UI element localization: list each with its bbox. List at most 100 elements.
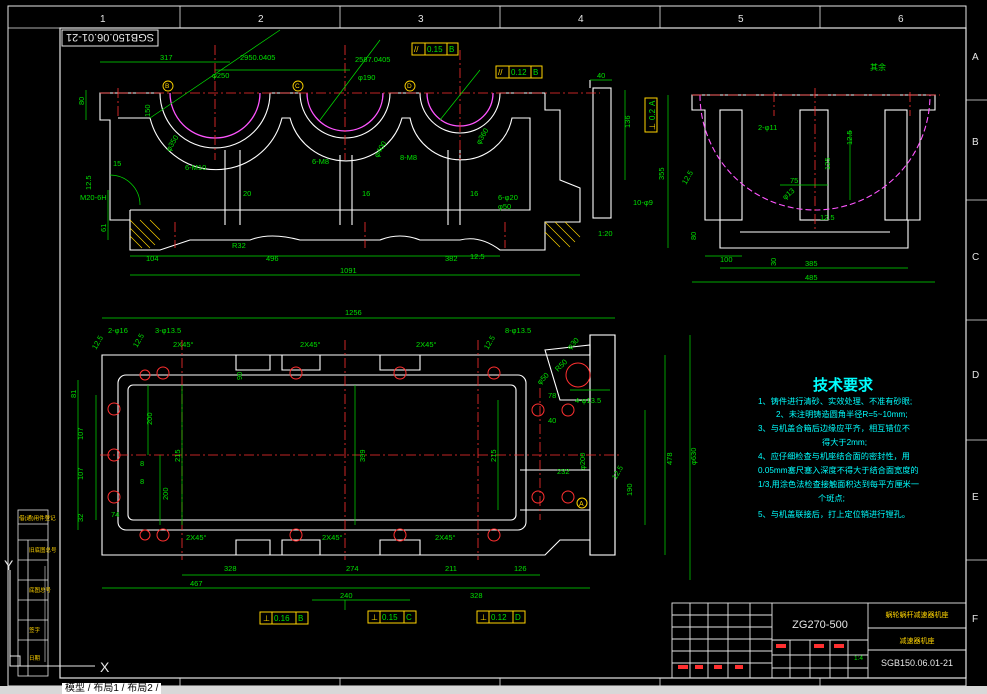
tech-req-item-7: 1/3,用涂色法检查接触面积达到每平方厘米一 [758,479,919,489]
plan-dim-phi30: φ30 [565,336,581,352]
plan-dim-78: 78 [548,391,556,400]
plan-outline [101,334,616,556]
side-dim-10-phi9: 10-φ9 [633,198,653,207]
plan-dim-2x45-f: 2X45° [435,533,456,542]
col-label-2: 2 [258,14,264,25]
title-block[interactable]: ZG270-500 蜗轮蜗杆减速器机座 减速器机座 1:4 SGB150.06.… [671,602,967,679]
side-dim-12-5c: 12.5 [820,213,835,222]
plan-dim-200b: 200 [161,487,170,500]
dim-phi50: φ50 [498,202,511,211]
svg-text:B: B [298,614,303,623]
side-dim-30: 30 [769,258,778,266]
side-view[interactable]: 2-φ11 10-φ9 12.5 355 125 75 12.5 80 100 … [633,62,940,283]
plan-dim-2-phi16: 2-φ16 [108,326,128,335]
tech-req-item-5: 4、应仔细检查与机座结合面的密封性，用 [758,451,910,461]
dim-496: 496 [266,254,279,263]
tech-req-item-2: 2、未注明铸造圆角半径R=5~10mm; [776,409,907,419]
plan-dim-2x45-c: 2X45° [416,340,437,349]
side-dim-355: 355 [657,167,666,180]
col-label-4: 4 [578,14,584,25]
dim-phi250: φ250 [212,71,229,80]
tol-frame-perp-012: ⊥ 0.12 D [476,610,526,624]
roughness-note: 其余 [870,62,886,72]
svg-text:⊥: ⊥ [371,613,378,622]
row-label-b: B [972,137,979,148]
front-outline [99,92,581,251]
plan-view[interactable]: 1256 2-φ16 3-φ13.5 8-φ13.5 2X45° 2X45° 2… [69,308,698,625]
front-view[interactable]: 317 2950.0405 2587.0405 40 80 150 φ250 φ… [77,29,658,276]
plan-dim-phi630: φ630 [689,448,698,465]
side-dim-75: 75 [790,176,798,185]
dim-12-5a: 12.5 [84,175,93,190]
tol-frame-parallel-015: // 0.15 B [411,42,459,56]
dim-r32: R32 [232,241,246,250]
plan-dim-328b: 328 [470,591,483,600]
title-block-scale: 1:4 [854,655,863,662]
dim-12-5b: 12.5 [470,252,485,261]
plan-dim-phi200: φ200 [578,453,587,470]
tech-req-item-8: 个斑点; [818,493,845,503]
svg-text:0.15: 0.15 [382,613,398,622]
row-label-f: F [972,614,978,625]
col-label-3: 3 [418,14,424,25]
plan-dim-32: 32 [76,514,85,522]
layout-tab-bar [0,686,987,694]
dim-61: 61 [99,224,108,232]
plan-dim-phi50: φ50 [535,371,551,387]
rotated-code-box: SGB150.06.01-21 [61,29,159,47]
plan-dim-2x45-e: 2X45° [322,533,343,542]
plan-dim-107b: 107 [76,467,85,480]
ucs-icon: Y X [4,557,110,675]
dim-m20: M20-6H [80,193,107,202]
dim-phi190: φ190 [358,73,375,82]
col-label-5: 5 [738,14,744,25]
hatch-left [129,219,161,249]
svg-text:A: A [648,100,657,106]
row-label-d: D [972,370,979,381]
datum-circle-a [576,497,588,509]
dim-8-m8: 8-M8 [400,153,417,162]
side-dim-385: 385 [805,259,818,268]
dim-2587: 2587.0405 [355,55,390,64]
plan-dim-12-5a: 12.5 [90,334,105,351]
side-dim-80: 80 [689,232,698,240]
svg-text:0.15: 0.15 [427,45,443,54]
datum-circle-c [292,80,304,92]
dim-phi400: φ400 [372,139,388,159]
tol-frame-perp-015: ⊥ 0.15 C [367,610,417,624]
plan-dim-232: 232 [557,467,570,476]
tech-req-item-3: 3、与机盖合箱后边缘应平齐，相互错位不 [758,423,910,433]
dim-150: 150 [143,104,152,117]
dim-1-20: 1:20 [598,229,613,238]
rotated-code: SGB150.06.01-21 [66,31,154,43]
svg-text:C: C [406,613,412,622]
dim-104: 104 [146,254,159,263]
tech-req-item-6: 0.05mm塞尺塞入深度不得大于结合面宽度的 [758,465,919,475]
hatch-right [544,221,581,248]
plan-dim-12-5c: 12.5 [482,334,497,351]
plan-dim-211: 211 [445,564,457,573]
plan-dim-215b: 215 [489,449,498,462]
dim-15: 15 [113,159,121,168]
col-label-6: 6 [898,14,904,25]
dim-80: 80 [77,97,86,105]
svg-text:B: B [449,45,454,54]
layout-tabs[interactable]: 模型 / 布局1 / 布局2 / [62,683,162,694]
svg-text:⊥: ⊥ [263,614,270,623]
svg-text:B: B [165,83,169,90]
plan-dim-1256: 1256 [345,308,362,317]
plan-dim-8-phi13: 8-φ13.5 [505,326,531,335]
side-dim-125: 125 [823,157,832,170]
top-grid-ruler [8,6,966,686]
grid-labels: 1 2 3 4 5 6 A B C D E F [100,14,979,625]
plan-dim-81: 81 [69,390,78,398]
svg-text:0.12: 0.12 [491,613,507,622]
datum-circle-d [404,80,416,92]
dim-16a: 16 [362,189,370,198]
tech-req-item-4: 得大于2mm; [822,437,867,447]
plan-dim-328a: 328 [224,564,237,573]
tech-req-item-9: 5、与机盖联接后，打上定位销进行镗孔。 [758,509,910,519]
plan-dim-8a: 8 [140,459,144,468]
row-label-e: E [972,492,979,503]
